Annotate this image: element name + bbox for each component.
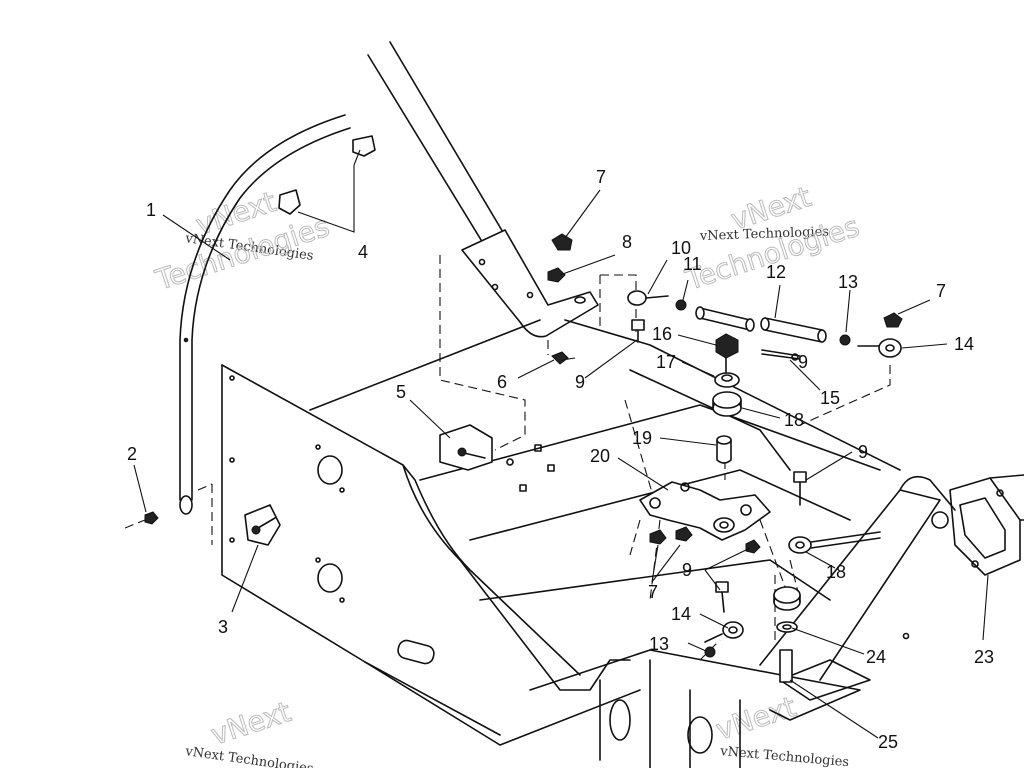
callout-label: 14 [671, 604, 691, 624]
watermark-small: vNext Technologies [699, 224, 830, 244]
right-frame-part [759, 475, 956, 701]
callout-label: 5 [396, 382, 406, 402]
callout-label: 18 [784, 410, 804, 430]
callout-label: 2 [127, 444, 137, 464]
callout-label: 11 [683, 254, 702, 274]
callout-label: 12 [766, 262, 786, 282]
clip-part [278, 135, 376, 215]
bolt-part [627, 290, 687, 311]
callout-label: 7 [936, 281, 946, 301]
bracket-bolt-part [439, 424, 514, 471]
bushing-lower-part [773, 586, 801, 683]
callout-label: 9 [575, 372, 585, 392]
fitting-part [551, 351, 576, 365]
callout-label: 19 [632, 428, 652, 448]
callout-label: 7 [596, 167, 606, 187]
callout-label: 1 [146, 200, 156, 220]
callout-label: 13 [838, 272, 858, 292]
bracket-part [902, 474, 1024, 640]
callout-label: 14 [954, 334, 974, 354]
callout-label: 16 [652, 324, 672, 344]
callout-label: 13 [649, 634, 669, 654]
frame-body-part [221, 319, 901, 768]
callout-label: 6 [497, 372, 507, 392]
nut-part [124, 483, 213, 545]
callout-label: 9 [798, 352, 808, 372]
cotter-pin-part [761, 349, 801, 361]
leader-lines [133, 149, 989, 739]
rod-end-part [839, 312, 903, 358]
bolt-part [631, 319, 807, 613]
callout-label: 18 [826, 562, 846, 582]
nut-part [547, 233, 573, 283]
steering-column-part [367, 41, 599, 338]
tie-rod-part [704, 531, 881, 658]
watermark-small: vNext Technologies [719, 744, 850, 768]
callout-label: 17 [656, 352, 676, 372]
callout-label: 7 [648, 582, 658, 602]
callout-label: 9 [858, 442, 868, 462]
sleeve-part [695, 306, 827, 343]
callout-label: 3 [218, 617, 228, 637]
callout-label: 10 [671, 238, 691, 258]
plate-bolt-part [244, 504, 281, 546]
watermark-big: vNext [207, 695, 295, 752]
callout-label: 8 [622, 232, 632, 252]
callout-label: 25 [878, 732, 898, 752]
watermark-small: vNext Technologies [183, 744, 314, 768]
bushing-stack-part [712, 333, 742, 464]
assembly-lines [439, 255, 891, 661]
callout-label: 9 [682, 560, 692, 580]
handle-bar-part [179, 114, 351, 515]
callout-label: 23 [974, 647, 994, 667]
callout-label: 4 [358, 242, 368, 262]
callout-label: 24 [866, 647, 886, 667]
callout-labels: 1 2 3 4 5 6 7 7 7 8 9 9 9 9 10 11 12 13 … [127, 167, 994, 752]
callout-label: 20 [590, 446, 610, 466]
callout-label: 15 [820, 388, 840, 408]
link-plate-part [639, 481, 771, 554]
